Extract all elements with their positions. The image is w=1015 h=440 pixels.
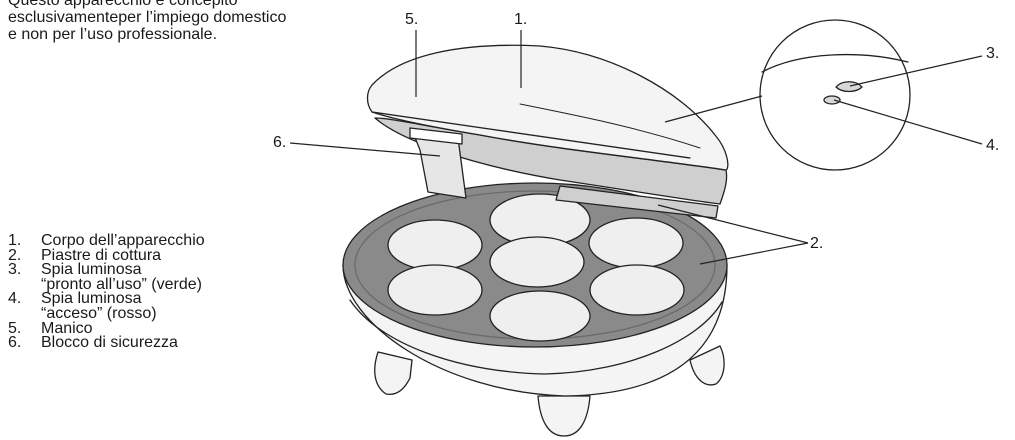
callout-4: 4.: [986, 137, 999, 154]
legend-item-5: 5. Manico: [8, 319, 298, 337]
intro-line: e non per l’uso professionale.: [8, 26, 218, 43]
cavity: [589, 264, 685, 316]
zoom-connector: [664, 95, 763, 123]
legend-label: Piastre di cottura: [41, 246, 162, 264]
callout-1: 1.: [514, 11, 527, 28]
legend-number: 3.: [8, 261, 22, 279]
legend-label: Spia luminosa: [41, 290, 142, 308]
legend-item-6: 6. Blocco di sicurezza: [8, 334, 298, 352]
leader-4: [833, 99, 983, 145]
legend-label: Spia luminosa: [41, 261, 142, 279]
legend-number: 1.: [8, 232, 22, 249]
legend-label: Corpo dell’apparecchio: [41, 232, 205, 249]
legend-label: Manico: [41, 319, 93, 337]
zoom-lens: [759, 19, 911, 171]
callout-2: 2.: [810, 235, 823, 252]
intro-line: Questo apparecchio è concepito: [8, 0, 238, 9]
cooking-cavities: [387, 193, 685, 342]
leader-6: [289, 142, 441, 157]
parts-legend: 1. Corpo dell’apparecchio 2. Piastre di …: [8, 232, 298, 352]
legend-label-cont: “pronto all’uso” (verde): [41, 275, 202, 293]
legend-number: 5.: [8, 319, 22, 337]
callout-5: 5.: [405, 11, 418, 28]
lid-edge-line: [371, 111, 691, 159]
foot-left: [374, 351, 413, 396]
foot-right: [689, 345, 725, 386]
appliance-illustration: [342, 19, 911, 437]
callout-3: 3.: [986, 45, 999, 62]
lid-top: [366, 44, 729, 171]
legend-item-2: 2. Piastre di cottura: [8, 246, 298, 264]
leader-3: [849, 55, 983, 87]
legend-label-cont: “acceso” (rosso): [41, 304, 157, 322]
legend-item-1: 1. Corpo dell’apparecchio: [8, 232, 298, 249]
cavity: [489, 236, 585, 288]
cavity: [588, 217, 684, 269]
zoom-indicator-lamp-green: [835, 81, 863, 93]
foot-front: [537, 395, 591, 437]
leader-lines: [289, 30, 983, 265]
legend-item-3: 3. Spia luminosa “pronto all’uso” (verde…: [8, 261, 298, 293]
callout-6: 6.: [273, 134, 286, 151]
leader-2b: [699, 242, 809, 265]
leader-2a: [657, 204, 809, 244]
cavity: [387, 264, 483, 316]
intro-text: Questo apparecchio è concepito esclusiva…: [8, 0, 388, 43]
zoom-lens-lid-edge: [761, 53, 909, 73]
legend-item-4: 4. Spia luminosa “acceso” (rosso): [8, 290, 298, 322]
zoom-indicator-lamp-red: [823, 95, 841, 105]
cavity: [489, 290, 591, 342]
intro-line: esclusivamenteper l’impiego domestico: [8, 9, 287, 26]
lid-crease: [519, 103, 701, 149]
legend-number: 2.: [8, 246, 22, 264]
legend-number: 6.: [8, 334, 22, 352]
base-rim-line: [349, 299, 723, 375]
legend-number: 4.: [8, 290, 22, 308]
safety-latch-top: [409, 127, 463, 145]
legend-label: Blocco di sicurezza: [41, 334, 178, 352]
cavity: [387, 219, 483, 271]
